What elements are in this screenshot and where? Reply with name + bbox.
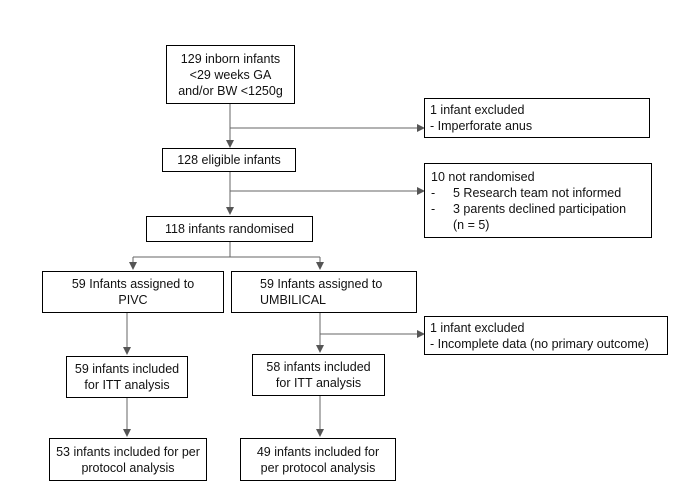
excluded1-reason: - Imperforate anus [430,119,533,133]
randomised-box: 118 infants randomised [146,216,313,242]
pp-pivc-box: 53 infants included for per protocol ana… [49,438,207,481]
umbilical-line-1: 59 Infants assigned to [260,277,383,291]
inborn-line-2: <29 weeks GA [189,67,272,82]
pp-pivc-line-1: 53 infants included for per [56,444,200,459]
excluded1-title: 1 infant excluded [430,103,525,117]
umbilical-group-box: 59 Infants assigned to UMBILICAL [231,271,417,313]
eligible-infants-box: 128 eligible infants [162,148,296,172]
excluded2-reason: - Incomplete data (no primary outcome) [430,336,649,351]
umbilical-line-2: UMBILICAL [260,293,326,307]
itt-pivc-box: 59 infants included for ITT analysis [66,356,188,398]
pivc-line-1: 59 Infants assigned to [71,277,195,291]
eligible-label: 128 eligible infants [177,153,281,167]
itt-pivc-line-1: 59 infants included [74,362,180,376]
not-randomised-note: (n = 5) [453,217,490,232]
excluded-imperforate-box: 1 infant excluded - Imperforate anus [424,98,650,138]
itt-pivc-line-2: for ITT analysis [84,378,170,392]
itt-umb-line-1: 58 infants included [266,360,371,374]
inborn-line-1: 129 inborn infants [180,51,281,66]
pp-umb-line-1: 49 infants included for [256,444,380,459]
randomised-label: 118 infants randomised [164,222,295,236]
pp-umbilical-box: 49 infants included for per protocol ana… [240,438,396,481]
not-randomised-title: 10 not randomised [431,169,535,184]
not-randomised-item-2: - 3 parents declined participation [431,201,627,216]
not-randomised-box: 10 not randomised - 5 Research team not … [424,163,652,238]
inborn-infants-box: 129 inborn infants <29 weeks GA and/or B… [166,45,295,104]
excluded-incomplete-box: 1 infant excluded - Incomplete data (no … [424,316,668,355]
pp-umb-line-2: per protocol analysis [260,460,376,475]
pivc-group-box: 59 Infants assigned to PIVC [42,271,224,313]
excluded2-title: 1 infant excluded [430,320,525,335]
not-randomised-item-1: - 5 Research team not informed [431,185,622,200]
inborn-line-3: and/or BW <1250g [178,83,283,98]
itt-umb-line-2: for ITT analysis [275,376,362,390]
itt-umbilical-box: 58 infants included for ITT analysis [252,354,385,396]
pp-pivc-line-2: protocol analysis [81,460,175,475]
pivc-line-2: PIVC [118,293,148,307]
